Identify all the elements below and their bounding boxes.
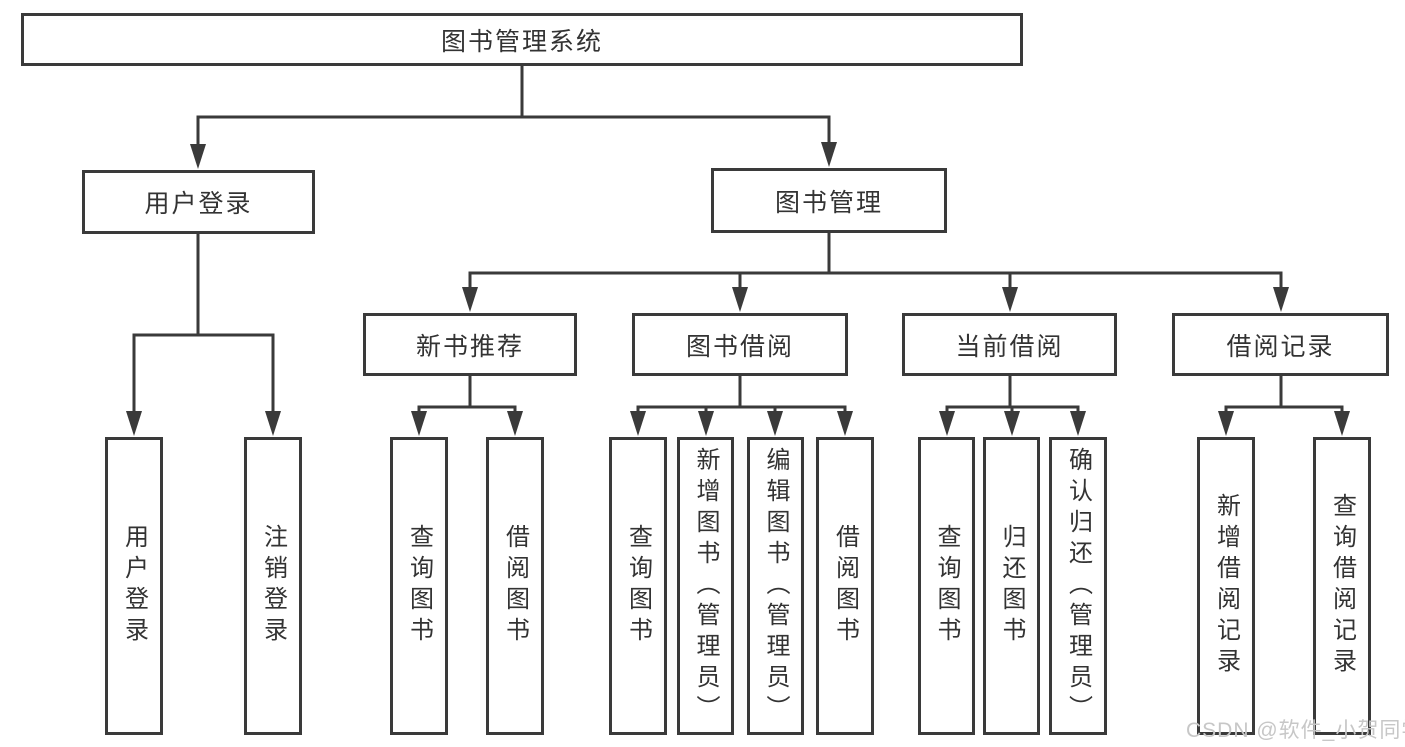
node-leaf-query-book-1: 查询图书 bbox=[390, 437, 448, 735]
edge-book-borrowing-children bbox=[630, 374, 853, 436]
edge-user-login-children bbox=[126, 232, 281, 436]
node-borrowing-records: 借阅记录 bbox=[1172, 313, 1389, 376]
node-current-borrowing: 当前借阅 bbox=[902, 313, 1117, 376]
node-leaf-user-login: 用户登录 bbox=[105, 437, 163, 735]
node-leaf-borrow-book-2: 借阅图书 bbox=[816, 437, 874, 735]
node-leaf-edit-book: 编辑图书（管理员） bbox=[747, 437, 804, 735]
edge-root-to-level2 bbox=[190, 64, 837, 169]
node-leaf-query-book-3: 查询图书 bbox=[918, 437, 975, 735]
node-leaf-return-book: 归还图书 bbox=[983, 437, 1040, 735]
node-leaf-add-book: 新增图书（管理员） bbox=[677, 437, 734, 735]
node-leaf-query-book-2: 查询图书 bbox=[609, 437, 667, 735]
node-leaf-logout: 注销登录 bbox=[244, 437, 302, 735]
edge-book-management-children bbox=[462, 231, 1289, 312]
node-new-book-recommend: 新书推荐 bbox=[363, 313, 577, 376]
edge-current-borrowing-children bbox=[939, 374, 1086, 436]
node-root: 图书管理系统 bbox=[21, 13, 1023, 66]
edge-borrowing-records-children bbox=[1218, 374, 1350, 436]
node-book-borrowing: 图书借阅 bbox=[632, 313, 848, 376]
node-leaf-borrow-book-1: 借阅图书 bbox=[486, 437, 544, 735]
edge-new-book-children bbox=[411, 374, 523, 436]
node-book-management: 图书管理 bbox=[711, 168, 947, 233]
node-user-login: 用户登录 bbox=[82, 170, 315, 234]
node-leaf-query-record: 查询借阅记录 bbox=[1313, 437, 1371, 735]
node-leaf-confirm-return: 确认归还（管理员） bbox=[1049, 437, 1107, 735]
node-leaf-add-record: 新增借阅记录 bbox=[1197, 437, 1255, 735]
csdn-watermark: CSDN @软件_小贺同学 bbox=[1186, 719, 1405, 742]
